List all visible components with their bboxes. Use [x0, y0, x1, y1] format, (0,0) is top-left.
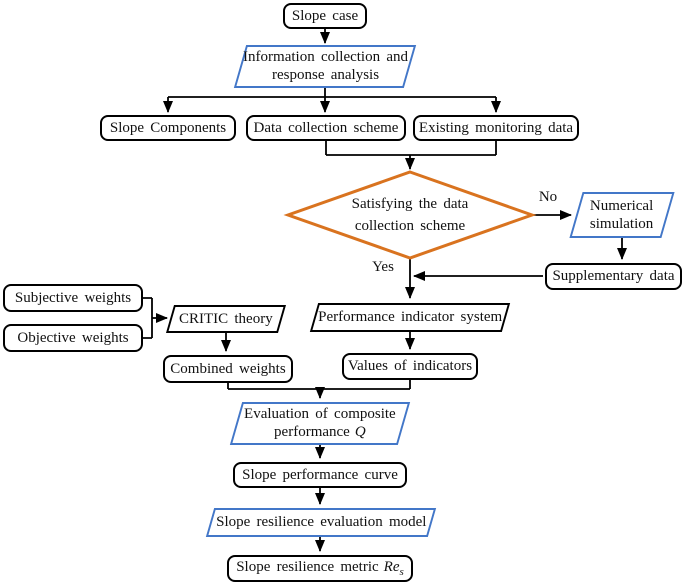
node-data-collection-scheme-label: Data collection scheme	[253, 119, 399, 136]
node-information-collection-line1: Information collection and	[242, 49, 408, 66]
node-numerical-simulation-line1: Numerical	[590, 197, 654, 214]
decision-line1: Satisfying the data	[351, 195, 469, 212]
node-critic-theory: CRITIC theory	[165, 305, 287, 333]
node-subjective-weights-label: Subjective weights	[14, 289, 132, 306]
node-slope-resilience-model: Slope resilience evaluation model	[205, 508, 437, 537]
node-slope-performance-curve: Slope performance curve	[233, 462, 407, 488]
decision-label: Satisfying the data collection scheme	[310, 191, 510, 239]
symbol-Re-subscript: s	[399, 565, 404, 578]
symbol-Q: Q	[354, 424, 366, 441]
node-combined-weights: Combined weights	[163, 355, 293, 383]
node-slope-case: Slope case	[283, 3, 367, 29]
node-existing-monitoring-data-label: Existing monitoring data	[418, 119, 574, 136]
node-slope-components: Slope Components	[100, 115, 236, 141]
node-numerical-simulation: Numerical simulation	[569, 192, 675, 238]
node-existing-monitoring-data: Existing monitoring data	[413, 115, 579, 141]
node-subjective-weights: Subjective weights	[3, 284, 143, 312]
node-combined-weights-label: Combined weights	[170, 360, 286, 377]
decision-diamond	[283, 170, 537, 260]
node-objective-weights: Objective weights	[3, 324, 143, 352]
node-evaluation-line1: Evaluation of composite	[244, 406, 396, 423]
edge-label-no: No	[538, 188, 558, 205]
node-slope-resilience-model-label: Slope resilience evaluation model	[215, 514, 427, 531]
node-supplementary-data-label: Supplementary data	[552, 268, 675, 285]
node-supplementary-data: Supplementary data	[545, 263, 682, 290]
node-objective-weights-label: Objective weights	[17, 329, 129, 346]
node-slope-performance-curve-label: Slope performance curve	[242, 466, 398, 483]
symbol-Re: Re	[383, 558, 400, 575]
node-performance-indicator-system-label: Performance indicator system	[317, 309, 503, 326]
node-data-collection-scheme: Data collection scheme	[246, 115, 406, 141]
node-numerical-simulation-line2: simulation	[590, 216, 654, 232]
node-information-collection-line2: response analysis	[271, 67, 379, 84]
node-critic-theory-label: CRITIC theory	[179, 310, 273, 327]
node-slope-case-label: Slope case	[291, 7, 359, 24]
node-values-of-indicators: Values of indicators	[342, 353, 478, 380]
edge-label-yes: Yes	[372, 258, 394, 275]
node-slope-components-label: Slope Components	[109, 119, 227, 136]
decision-line2: collection scheme	[354, 218, 466, 234]
node-values-of-indicators-label: Values of indicators	[347, 358, 473, 375]
node-information-collection: Information collection and response anal…	[233, 45, 417, 88]
node-performance-indicator-system: Performance indicator system	[309, 303, 511, 332]
